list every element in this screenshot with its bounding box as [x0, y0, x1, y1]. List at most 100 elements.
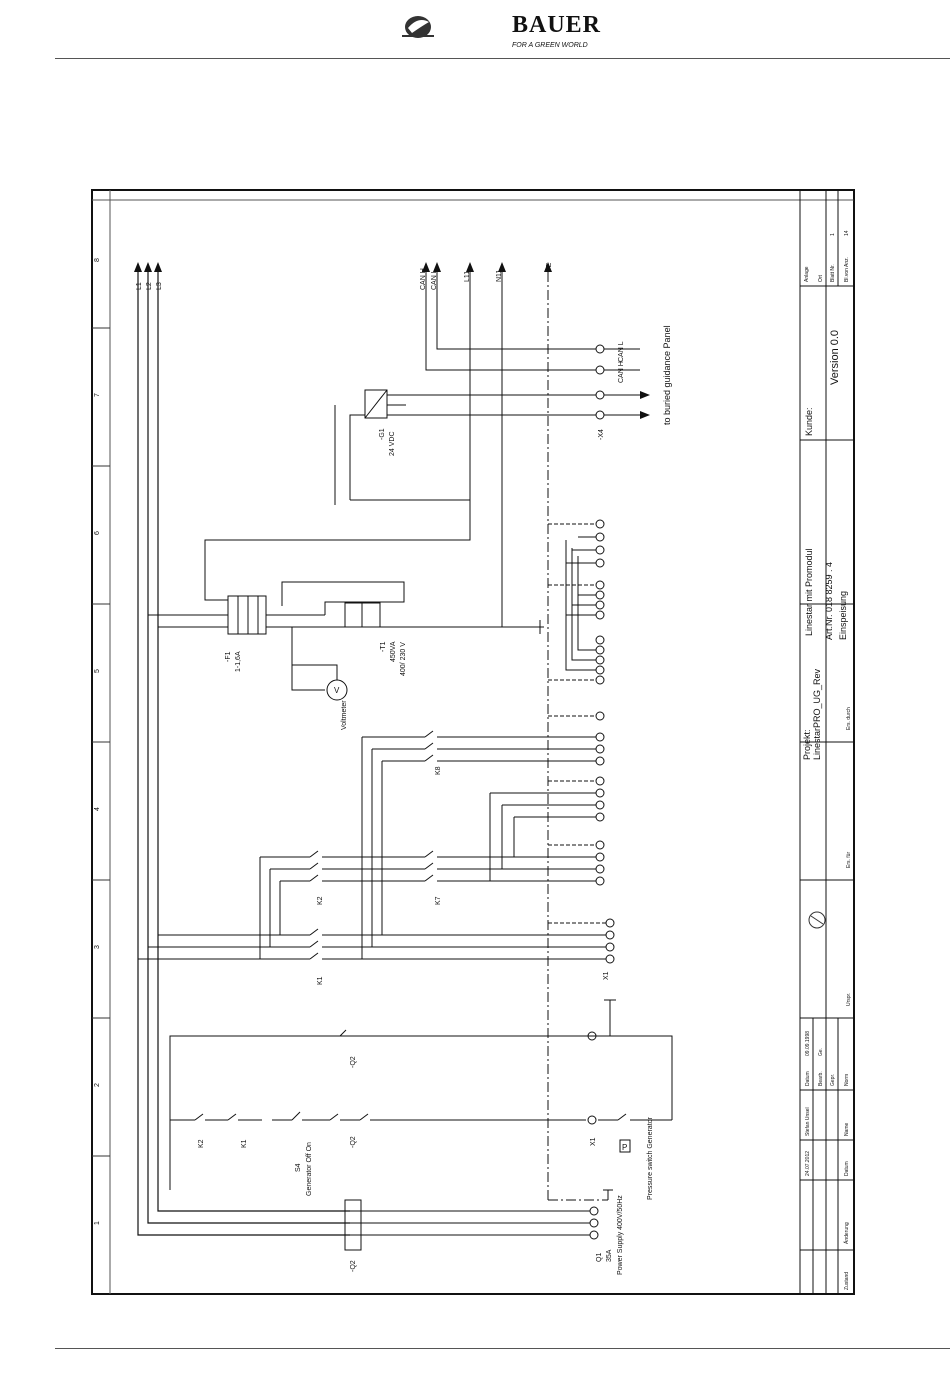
panel-caption: to buried guidance Panel [662, 325, 672, 425]
s4-caption: Generator Off On [306, 1142, 313, 1196]
tb-projekt-label: Projekt: [802, 729, 812, 760]
bauer-mini-logo-icon [808, 911, 826, 929]
page-header: BAUER FOR A GREEN WORLD [0, 0, 950, 70]
tb-bearb-label: Bearb. [818, 1071, 824, 1086]
x1-aux-label: X1 [590, 1137, 597, 1146]
tb-bl-von: Bl.von Anz. [844, 257, 850, 282]
col-1: 1 [94, 1221, 101, 1225]
tb-einspeisung: Einspeisung [838, 591, 848, 640]
s4-label: S4 [295, 1163, 302, 1172]
main-switch-q1 [344, 1199, 599, 1251]
pe-arrow [544, 262, 552, 272]
output-l11: L11 [464, 271, 471, 282]
q2-main-label: -Q2 [350, 1260, 357, 1272]
q1-rating: 35A [606, 1249, 613, 1262]
k1-aux-label: K1 [241, 1139, 248, 1148]
k8-label: K8 [435, 766, 442, 775]
col-7: 7 [94, 393, 101, 397]
tb-aenderung: Änderung [843, 1222, 850, 1244]
label-L1: L1 [136, 282, 143, 290]
tb-datum-value: 09.09.1998 [805, 1031, 811, 1056]
x4-terminal-canl: CAN L [618, 341, 625, 362]
voltmeter-caption: Voltmeter [341, 700, 348, 730]
bauer-logo-icon [402, 16, 434, 38]
tb-blatt-nr-label: Blatt Nr. [830, 264, 836, 282]
x4-terminal-canh: CAN H [618, 361, 625, 383]
col-5: 5 [94, 669, 101, 673]
g1-label: -G1 [379, 428, 386, 440]
k2-label: K2 [317, 896, 324, 905]
supply-bus [137, 270, 350, 1236]
tb-norm-label: Norm [844, 1074, 850, 1086]
tb-urspr: Urspr. [846, 993, 852, 1006]
output-arrows [422, 262, 650, 419]
column-ticks [92, 327, 110, 1157]
tb-gepr-label: Gepr. [830, 1074, 836, 1086]
column-numbers: 1 2 3 4 5 6 7 8 [94, 258, 101, 1225]
voltmeter-symbol: V [334, 686, 340, 695]
k8-contactor [361, 711, 605, 881]
output-n11: N11 [496, 270, 503, 282]
k1-contactor [138, 918, 615, 964]
output-can-h: CAN H [420, 268, 427, 290]
tb-name: Name [844, 1122, 850, 1136]
supply-arrows [134, 262, 162, 272]
col-6: 6 [94, 531, 101, 535]
pressure-symbol: P [622, 1143, 627, 1152]
tb-anlage: Anlage [804, 266, 810, 282]
tb-change-name: Stefan Unsel [805, 1107, 811, 1136]
pe-output-label: PE [546, 262, 553, 272]
t1-voltage: 400/ 230 V [400, 642, 407, 676]
footer-rule [55, 1348, 950, 1349]
x4-label: -X4 [598, 429, 605, 440]
tb-datum-label: Datum [805, 1071, 811, 1086]
t1-label: -T1 [380, 641, 387, 652]
brand-name: BAUER [512, 12, 602, 38]
t1-rating: 450VA [390, 641, 397, 662]
tb-ers-fuer: Ers. für [846, 852, 852, 868]
drawing-frame [91, 189, 855, 1295]
col-4: 4 [94, 807, 101, 811]
header-rule [55, 58, 950, 59]
k7-contactor [361, 776, 605, 959]
tb-projekt-name: Linestar mit Promodul [804, 548, 814, 636]
k2-contactor [259, 850, 382, 959]
title-block-frame [799, 189, 855, 1295]
label-L2: L2 [146, 282, 153, 290]
col-3: 3 [94, 945, 101, 949]
terminal-groups [548, 519, 605, 685]
pressure-caption: Pressure switch Generator [647, 1116, 654, 1200]
tb-kunde: Kunde: [804, 407, 814, 436]
q2-aux-label: -Q2 [350, 1136, 357, 1148]
tb-zustand: Zustand [844, 1272, 850, 1290]
tb-change-date: 24.07.2012 [805, 1151, 811, 1176]
q1-label: Q1 [596, 1253, 603, 1262]
k1-label: K1 [317, 976, 324, 985]
brand-tagline: FOR A GREEN WORLD [512, 42, 588, 49]
power-supply-g1 [334, 270, 640, 505]
label-L3: L3 [156, 282, 163, 290]
q2-coil-label: -Q2 [350, 1056, 357, 1068]
tb-version: Version 0.0 [829, 330, 841, 385]
k2-aux-label: K2 [198, 1139, 205, 1148]
tb-ers-durch: Ers. durch [846, 707, 852, 730]
col-8: 8 [94, 258, 101, 262]
f1-rating: 1-1,6A [235, 651, 242, 672]
tb-blatt-nr: 1 [830, 233, 836, 236]
tb-bl-total: 14 [844, 230, 850, 236]
tb-bearb-value: Ge. [818, 1048, 824, 1056]
f1-label: -F1 [225, 651, 232, 662]
output-can-l: CAN L [431, 269, 438, 290]
tb-datum2: Datum [844, 1161, 850, 1176]
g1-voltage: 24 VDC [389, 431, 396, 456]
tb-ort: Ort [818, 274, 824, 282]
pe-bus [547, 270, 608, 1201]
q1-caption: Power Supply 400V/50Hz [617, 1195, 624, 1275]
tb-art-nr: Art.Nr. 018 8259 . 4 [824, 562, 834, 640]
k7-label: K7 [435, 896, 442, 905]
control-circuit [169, 999, 673, 1200]
tb-projekt-code: LinestarPRO_UG_Rev [812, 668, 822, 760]
col-2: 2 [94, 1083, 101, 1087]
fuse-transformer-group [148, 270, 544, 701]
